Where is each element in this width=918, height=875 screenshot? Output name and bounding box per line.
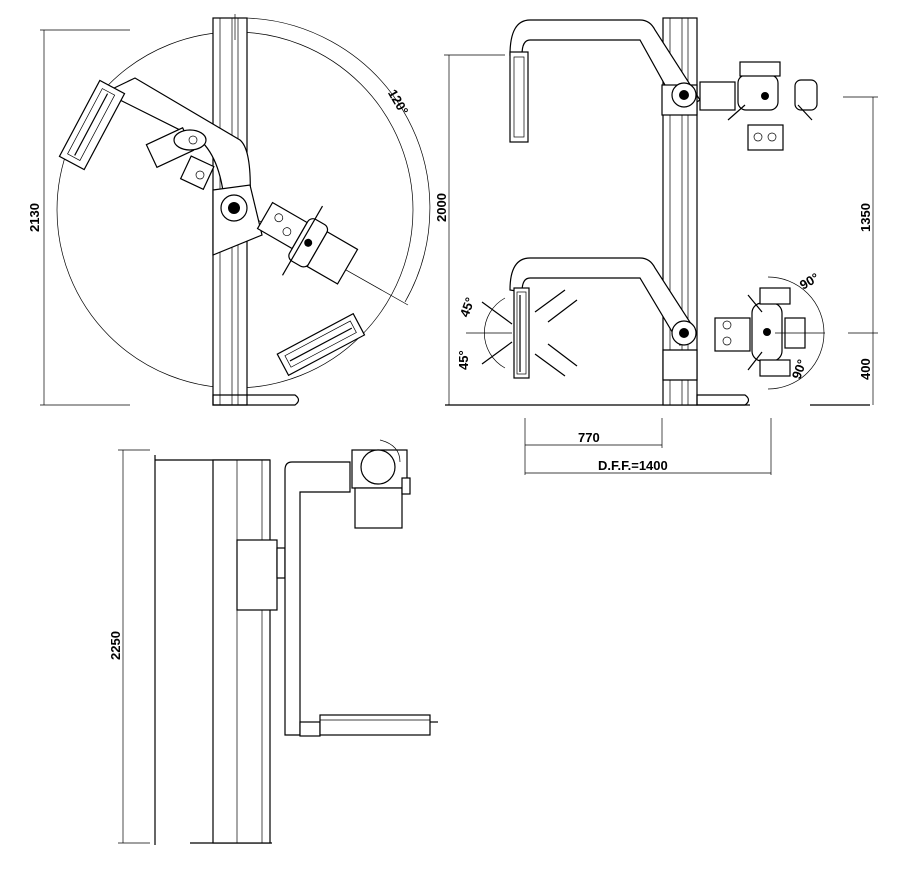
travel-1350-label: 1350 [858, 203, 873, 232]
position-view: 45° 45° 90° 90° 2000 1350 400 770 D.F.F.… [434, 17, 878, 475]
rotation-angle-label: 120° [385, 87, 411, 118]
lateral-view: 2250 [108, 439, 438, 845]
tube-rotation-down-label: 90° [789, 357, 810, 381]
column-lateral [212, 459, 271, 844]
column-base [212, 394, 300, 406]
height-2000-label: 2000 [434, 193, 449, 222]
arm-lateral [284, 461, 351, 736]
detector-upper [58, 79, 126, 171]
tube-head-secondary [145, 126, 215, 191]
detector-tilt-indicator [466, 289, 578, 377]
tube-head-lateral [351, 439, 411, 529]
detector-lower [276, 312, 366, 377]
detector-tilt-up-label: 45° [457, 295, 478, 319]
carriage-lateral [236, 539, 278, 611]
detector-lateral [299, 714, 438, 737]
height-2250-label: 2250 [108, 631, 123, 660]
tube-head [256, 201, 359, 285]
height-2130-label: 2130 [27, 203, 42, 232]
arm-reach-770-label: 770 [578, 430, 600, 445]
rotation-arc [234, 17, 431, 303]
dff-1400-label: D.F.F.=1400 [598, 458, 668, 473]
upper-position-assembly [509, 19, 818, 151]
tube-rotation-up-label: 90° [797, 270, 822, 293]
detector-tilt-down-label: 45° [456, 350, 471, 370]
lower-position-assembly [466, 257, 825, 390]
min-height-400-label: 400 [858, 358, 873, 380]
rotation-view: 120° [27, 14, 431, 406]
